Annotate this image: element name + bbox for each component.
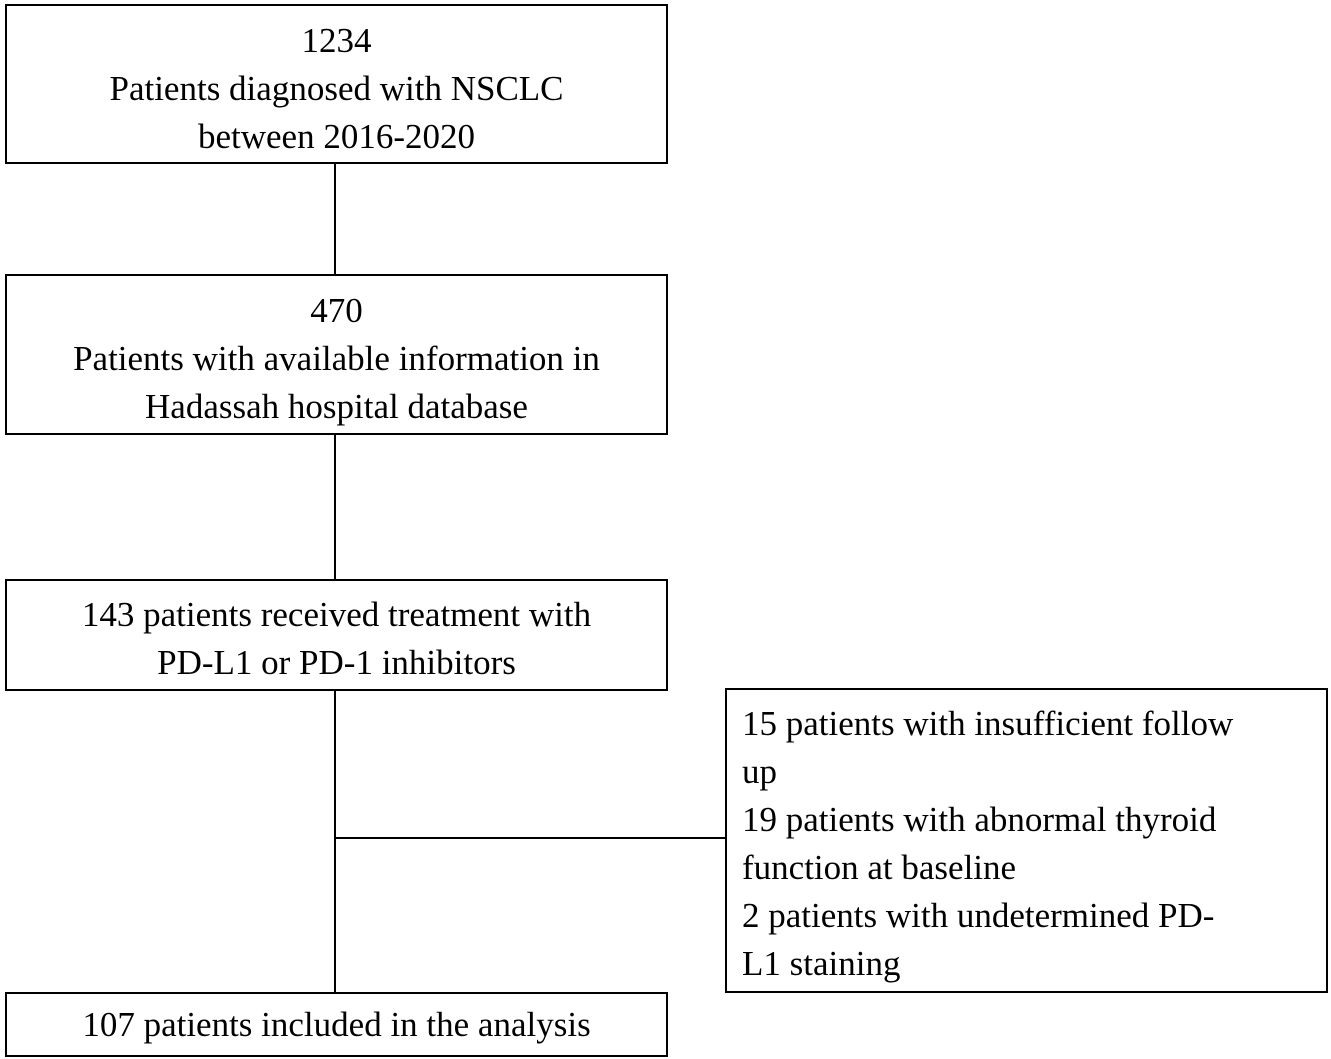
step-available-count: 470 — [310, 291, 363, 330]
step-treated-label-1: 143 patients received treatment with — [81, 595, 592, 634]
step-box-included: 107 patients included in the analysis — [5, 992, 668, 1057]
exclusion-line-4: function at baseline — [742, 848, 1017, 887]
step-diagnosed-label-1: Patients diagnosed with NSCLC — [109, 69, 564, 108]
step-included-label: 107 patients included in the analysis — [82, 1005, 591, 1044]
exclusion-box: 15 patients with insufficient follow up … — [725, 688, 1328, 993]
step-available-label-1: Patients with available information in — [73, 339, 600, 378]
step-box-available-info: 470 Patients with available information … — [5, 274, 668, 435]
exclusion-line-1: 15 patients with insufficient follow — [742, 704, 1234, 743]
step-diagnosed-count: 1234 — [301, 21, 372, 60]
exclusion-line-5: 2 patients with undetermined PD- — [742, 896, 1215, 935]
step-treated-label-2: PD-L1 or PD-1 inhibitors — [157, 643, 516, 682]
step-diagnosed-label-2: between 2016-2020 — [197, 117, 475, 156]
step-box-treated: 143 patients received treatment with PD-… — [5, 579, 668, 691]
exclusion-line-2: up — [742, 752, 777, 791]
step-box-diagnosed: 1234 Patients diagnosed with NSCLC betwe… — [5, 4, 668, 164]
exclusion-line-6: L1 staining — [742, 944, 901, 983]
step-available-label-2: Hadassah hospital database — [145, 387, 528, 426]
exclusion-line-3: 19 patients with abnormal thyroid — [742, 800, 1217, 839]
